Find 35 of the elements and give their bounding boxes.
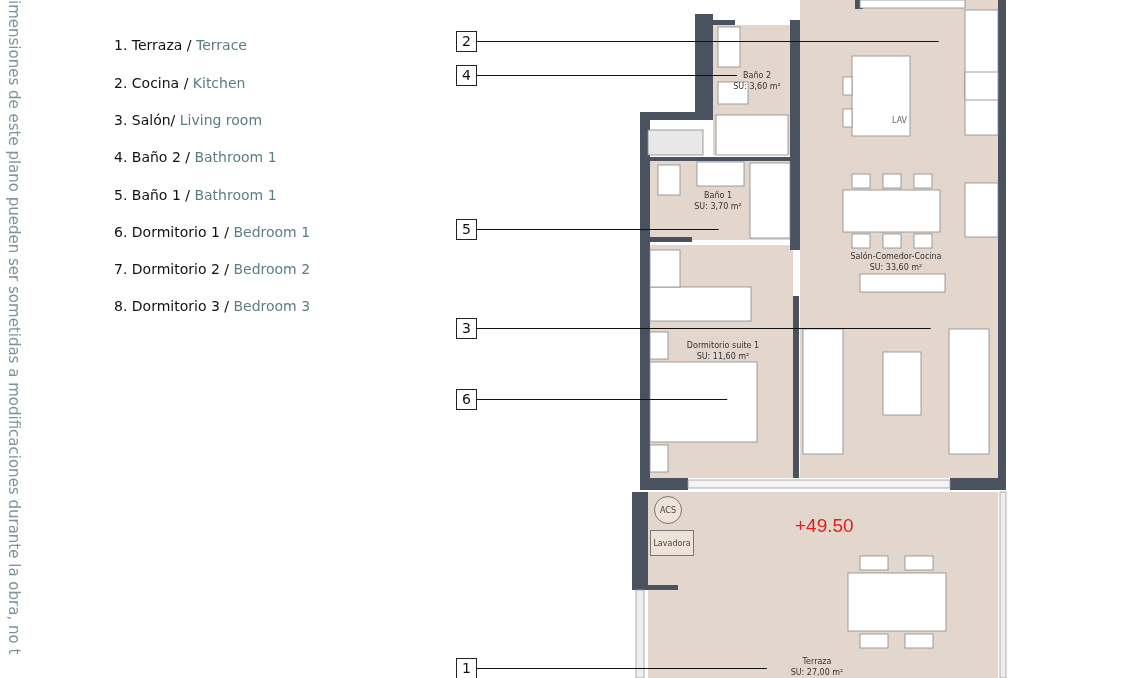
sink-label: LAV bbox=[892, 116, 908, 125]
room-name: Salón-Comedor-Cocina bbox=[850, 251, 942, 262]
callout-number: 4 bbox=[456, 65, 477, 86]
room-key-item: 2. Cocina / Kitchen bbox=[114, 75, 246, 91]
callout-number: 5 bbox=[456, 219, 477, 240]
room-area-text: SU: 27,00 m² bbox=[790, 667, 844, 678]
callout-number: 1 bbox=[456, 658, 477, 678]
level-mark: +49.50 bbox=[795, 515, 854, 537]
room-name: Terraza bbox=[802, 656, 832, 667]
callout-number: 2 bbox=[456, 31, 477, 52]
callout-number: 3 bbox=[456, 318, 477, 339]
room-key-item: 8. Dormitorio 3 / Bedroom 3 bbox=[114, 298, 311, 314]
room-key-item: 3. Salón/ Living room bbox=[114, 112, 263, 128]
room-area-text: SU: 3,70 m² bbox=[694, 201, 742, 212]
room-key-item: 4. Baño 2 / Bathroom 1 bbox=[114, 149, 277, 165]
leader-line bbox=[476, 40, 940, 43]
leader-line bbox=[476, 667, 768, 670]
room-name: Baño 2 bbox=[743, 70, 771, 81]
room-key-item: 5. Baño 1 / Bathroom 1 bbox=[114, 187, 277, 203]
room-area-text: SU: 11,60 m² bbox=[696, 351, 750, 362]
callout-number: 6 bbox=[456, 389, 477, 410]
leader-line bbox=[476, 327, 932, 330]
room-name: Baño 1 bbox=[704, 190, 732, 201]
room-area-text: SU: 3,60 m² bbox=[733, 81, 781, 92]
room-key-item: 6. Dormitorio 1 / Bedroom 1 bbox=[114, 224, 311, 240]
room-key-item: 1. Terraza / Terrace bbox=[114, 37, 247, 53]
room-key-item: 7. Dormitorio 2 / Bedroom 2 bbox=[114, 261, 311, 277]
leader-line bbox=[476, 74, 738, 77]
room-area-text: SU: 33,60 m² bbox=[869, 262, 923, 273]
leader-line bbox=[476, 228, 720, 231]
washer-box: Lavadora bbox=[650, 530, 694, 556]
disclaimer-note: imensiones de este plano pueden ser sometidas a modificaciones durante la obra, no t bbox=[4, 0, 24, 655]
water-heater-circle: ACS bbox=[654, 496, 682, 524]
room-name: Dormitorio suite 1 bbox=[686, 340, 760, 351]
leader-line bbox=[476, 398, 728, 401]
